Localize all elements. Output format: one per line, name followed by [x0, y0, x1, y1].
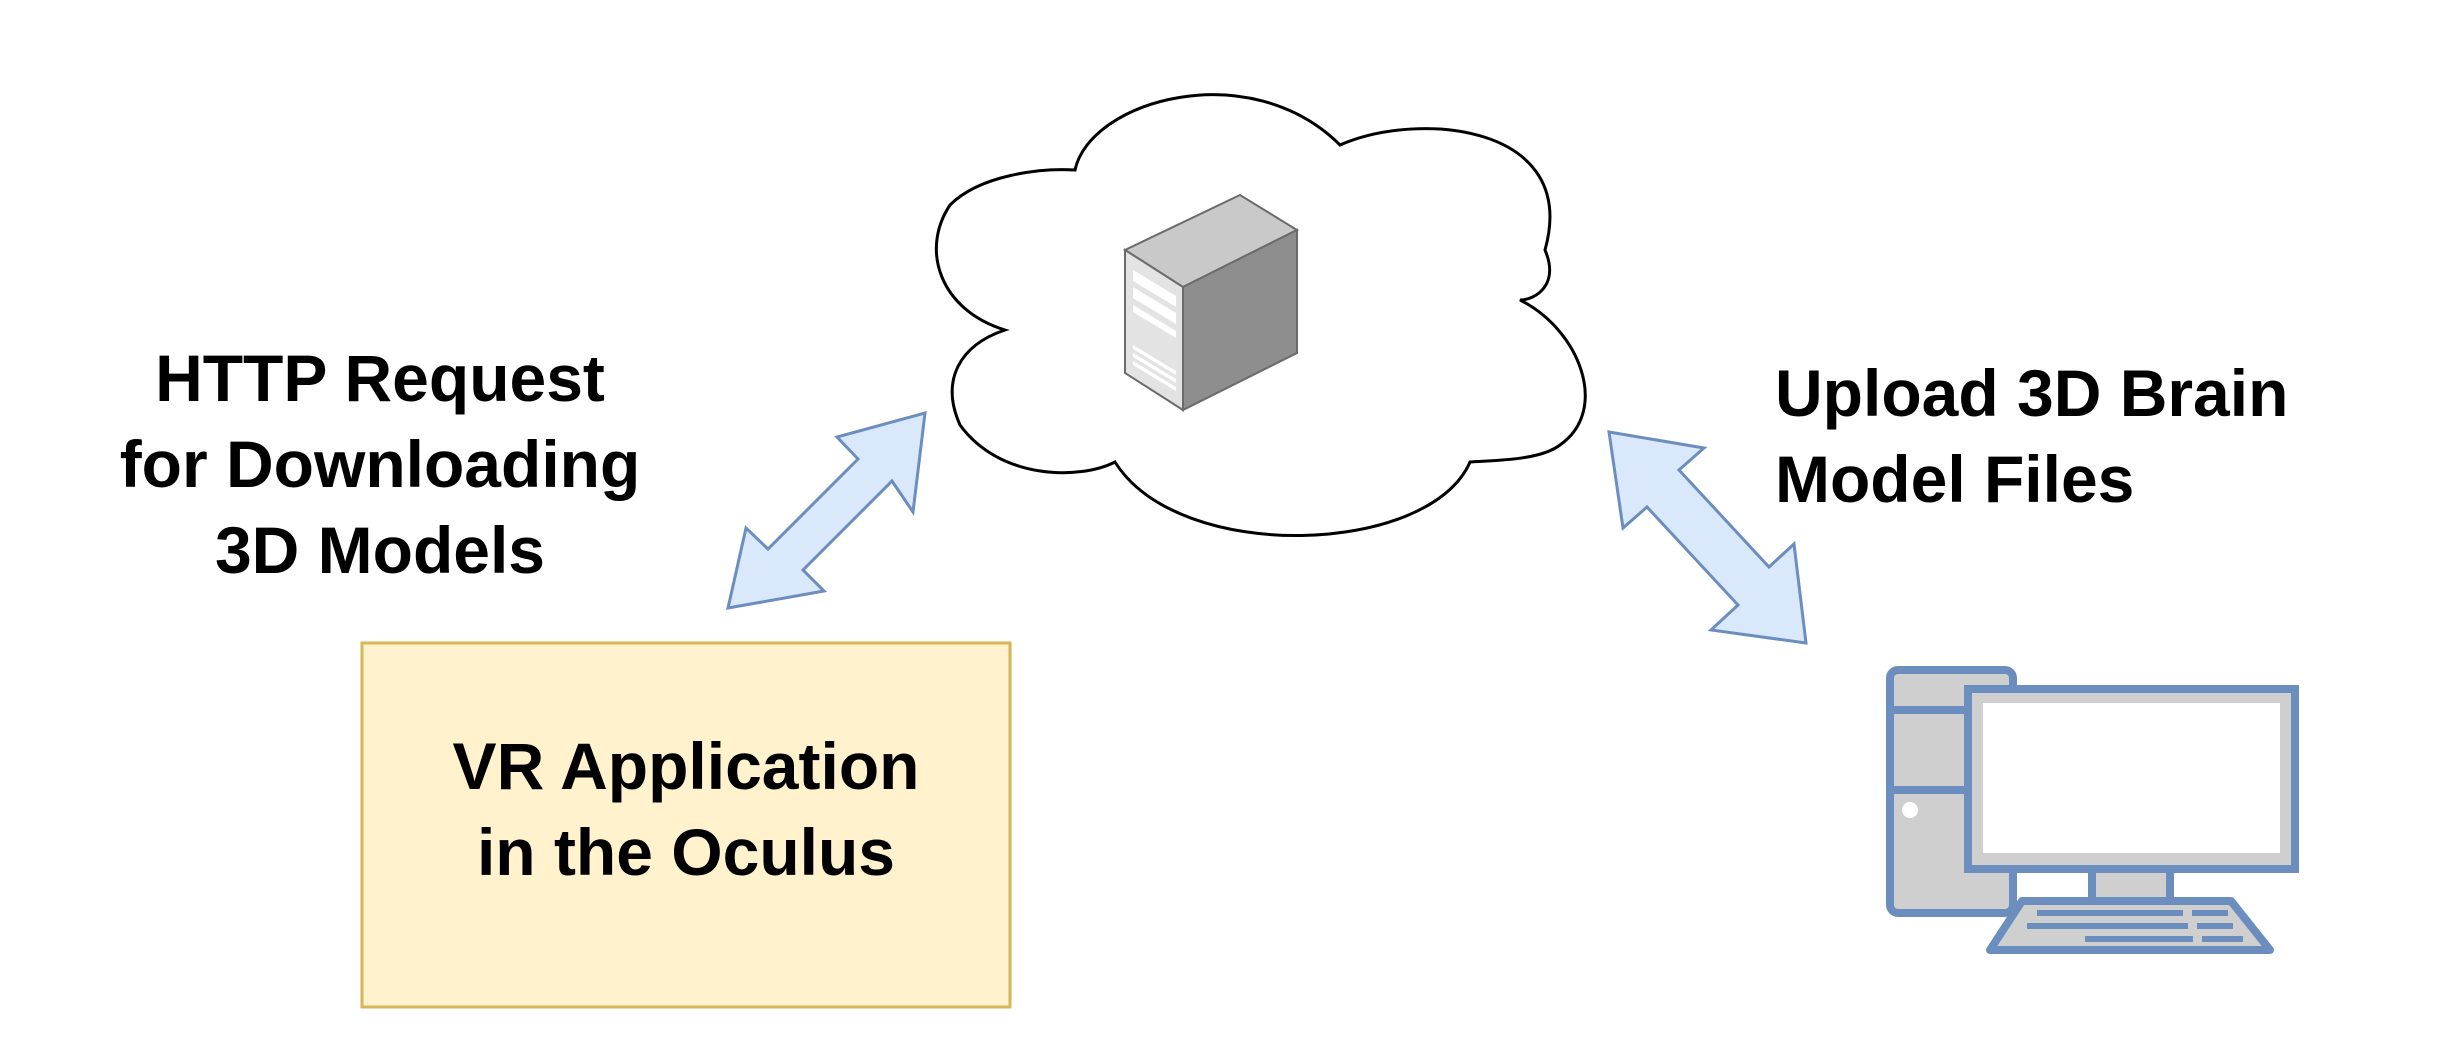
vr-application-label: VR Application in the Oculus	[362, 723, 1010, 895]
desktop-computer-icon	[1886, 666, 2299, 954]
http-request-label-line-3: 3D Models	[214, 513, 546, 587]
http-request-label-line-2: for Downloading	[119, 427, 641, 501]
server-tower-icon	[1122, 193, 1300, 412]
upload-arrow	[1607, 430, 1808, 645]
monitor-stand	[2088, 865, 2174, 905]
upload-label-line-1: Upload 3D Brain	[1775, 356, 2289, 430]
keyboard-keys	[2027, 910, 2243, 942]
upload-label: Upload 3D Brain Model Files	[1775, 350, 2288, 522]
http-request-arrow	[726, 410, 927, 610]
http-request-label-line-1: HTTP Request	[155, 341, 605, 415]
monitor-screen	[1983, 703, 2280, 853]
http-request-label: HTTP Request for Downloading 3D Models	[80, 335, 680, 593]
vr-application-box	[360, 641, 1012, 1009]
upload-label-line-2: Model Files	[1775, 442, 2135, 516]
vr-application-label-line-1: VR Application	[452, 729, 920, 803]
vr-application-label-line-2: in the Oculus	[476, 815, 896, 889]
power-button-icon	[1902, 802, 1918, 818]
